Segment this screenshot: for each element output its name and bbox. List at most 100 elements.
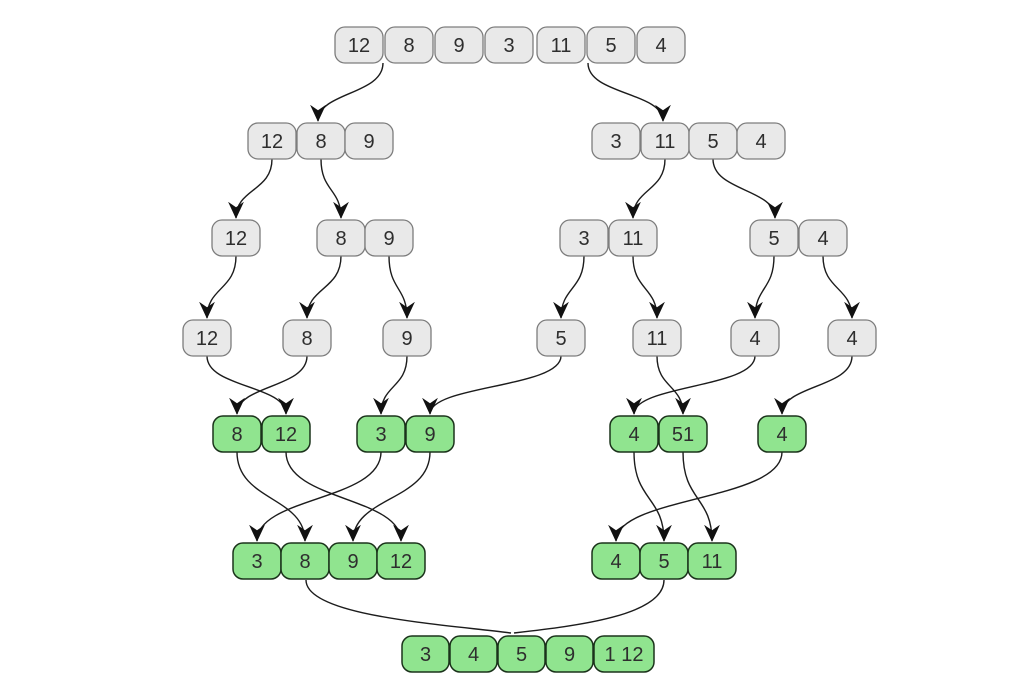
node-value: 51 [672,424,694,446]
tree-node: 4 [827,319,877,357]
node-value: 4 [846,328,857,350]
tree-node: 4 [609,415,659,453]
tree-node: 9 [434,26,484,64]
tree-node: 3 [401,635,450,673]
edge-arrow [712,158,783,219]
tree-node: 8 [280,542,330,580]
edge-arrow [310,62,384,122]
node-value: 11 [623,228,644,250]
node-value: 5 [516,644,527,666]
node-value: 11 [647,328,668,350]
node-value: 3 [503,35,514,57]
node-value: 4 [655,35,666,57]
node-box [545,635,594,673]
node-value: 9 [401,328,412,350]
edge-arrow [822,255,860,319]
tree-node: 4 [730,319,780,357]
node-value: 9 [564,644,575,666]
tree-node: 11 [640,122,690,160]
tree-node: 1 12 [593,635,655,673]
node-value: 3 [610,131,621,153]
edge-arrow [228,158,273,219]
node-box [536,26,586,64]
node-box [827,319,877,357]
tree-node: 12 [182,319,232,357]
tree-node: 9 [545,635,594,673]
node-box [749,219,799,257]
edge-arrow [206,355,294,415]
node-box [484,26,534,64]
node-box [591,122,641,160]
tree-node: 3 [559,219,609,257]
tree-node: 3 [591,122,641,160]
edge-arrow [747,255,775,319]
node-box [608,219,658,257]
tree-node: 4 [591,542,641,580]
tree-node: 12 [211,219,261,257]
node-box [247,122,297,160]
edge-arrow [774,355,853,415]
node-value: 9 [347,551,358,573]
tree-node: 11 [536,26,586,64]
node-box [586,26,636,64]
tree-node: 8 [296,122,346,160]
node-box [449,635,498,673]
tree-node: 4 [736,122,786,160]
node-box [212,415,262,453]
tree-node: 12 [261,415,311,453]
edge-arrow [422,355,562,415]
node-value: 4 [755,131,766,153]
tree-node: 12 [376,542,426,580]
edge-line [513,579,665,634]
edge-arrow [373,355,408,415]
node-value: 12 [196,328,218,350]
node-value: 9 [363,131,374,153]
tree-node: 8 [316,219,366,257]
node-box [757,415,807,453]
tree-node: 11 [687,542,737,580]
node-value: 8 [315,131,326,153]
node-value: 12 [275,424,297,446]
node-value: 5 [658,551,669,573]
edge-arrow [345,451,431,542]
node-value: 3 [578,228,589,250]
node-box [609,415,659,453]
tree-node: 3 [232,542,282,580]
tree-node: 4 [449,635,498,673]
tree-node: 11 [632,319,682,357]
node-value: 4 [817,228,828,250]
node-box [632,319,682,357]
edges-layer [199,62,860,634]
node-box [364,219,414,257]
edge-arrow [633,451,672,542]
node-value: 3 [420,644,431,666]
node-value: 9 [424,424,435,446]
edge-arrow [299,255,342,319]
tree-node: 5 [749,219,799,257]
edge-arrow [632,255,665,319]
node-value: 12 [390,551,412,573]
edge-arrow [249,451,382,542]
node-value: 8 [335,228,346,250]
tree-node: 9 [405,415,455,453]
edge-arrow [587,62,671,122]
edge-arrow [236,451,313,542]
node-box [382,319,432,357]
tree-node: 9 [328,542,378,580]
tree-node: 4 [757,415,807,453]
tree-node: 8 [212,415,262,453]
node-value: 5 [555,328,566,350]
node-value: 3 [251,551,262,573]
edge-arrow [656,355,691,415]
node-value: 11 [655,131,676,153]
node-value: 12 [348,35,370,57]
node-box [687,542,737,580]
node-value: 12 [261,131,283,153]
tree-node: 9 [344,122,394,160]
edge-arrow [229,355,308,415]
edge-arrow [608,451,783,542]
tree-node: 12 [334,26,384,64]
node-value: 8 [299,551,310,573]
